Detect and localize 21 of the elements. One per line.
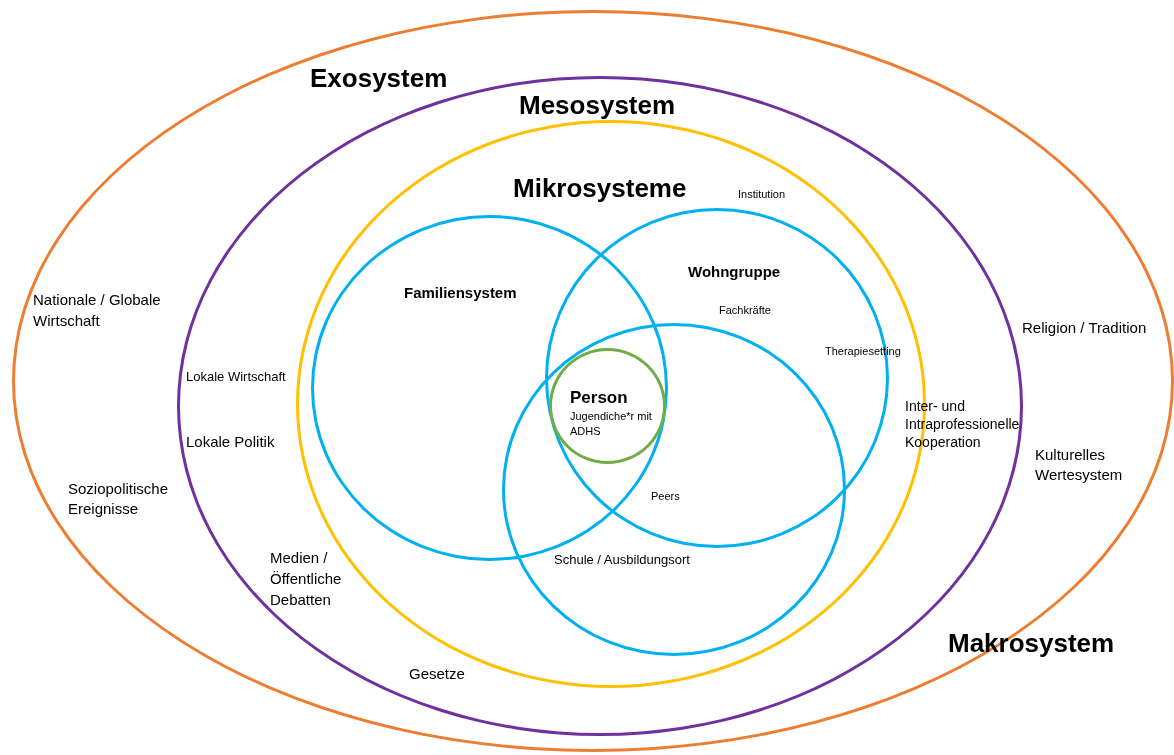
label: Exosystem bbox=[310, 62, 449, 95]
circle-subtitle: Jugendiche*r mit ADHS bbox=[570, 409, 653, 439]
label: Peers bbox=[651, 489, 681, 504]
outer-ellipse bbox=[12, 10, 1174, 752]
label: Fachkräfte bbox=[719, 303, 772, 318]
label: Institution bbox=[738, 187, 787, 202]
label: Gesetze bbox=[409, 664, 466, 684]
circle-title: Wohngruppe bbox=[688, 262, 782, 282]
label: Medien / Öffentliche Debatten bbox=[270, 548, 343, 610]
label: Soziopolitische Ereignisse bbox=[68, 479, 170, 519]
circle bbox=[549, 348, 666, 464]
circle-title: Familiensystem bbox=[404, 283, 518, 303]
label: Kulturelles Wertesystem bbox=[1035, 445, 1124, 485]
system-title: Mesosystem bbox=[519, 89, 677, 122]
circle-title: Schule / Ausbildungsort bbox=[554, 551, 691, 569]
system-title: Mikrosysteme bbox=[513, 172, 688, 205]
label: Lokale Politik bbox=[186, 432, 276, 452]
circle-title: Person bbox=[570, 387, 629, 409]
label: Lokale Wirtschaft bbox=[186, 368, 287, 386]
label: Religion / Tradition bbox=[1022, 318, 1148, 338]
label: Nationale / Globale Wirtschaft bbox=[33, 290, 162, 331]
